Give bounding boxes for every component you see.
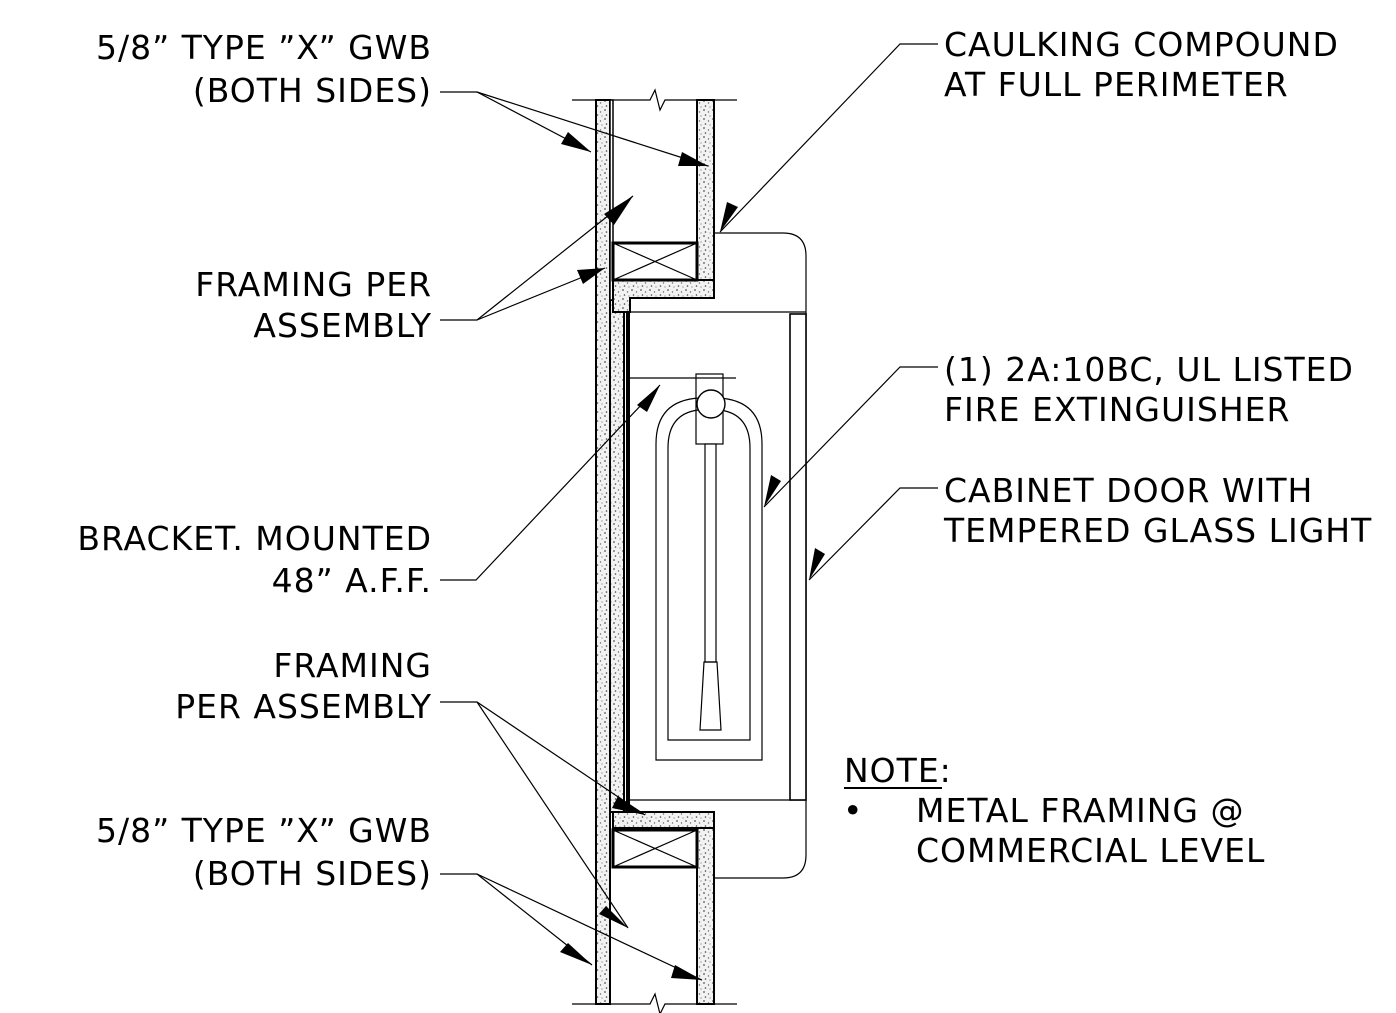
arrowheads xyxy=(560,132,825,980)
label-gwb-top-line2: (BOTH SIDES) xyxy=(193,71,432,110)
note-line1: METAL FRAMING @ xyxy=(916,791,1244,830)
label-framing-bottom-line2: PER ASSEMBLY xyxy=(175,687,432,726)
gwb-right-top xyxy=(696,99,715,281)
label-door-line1: CABINET DOOR WITH xyxy=(944,471,1313,510)
note-line2: COMMERCIAL LEVEL xyxy=(916,831,1265,870)
extinguisher-nozzle xyxy=(699,661,722,731)
note-block: NOTE: • METAL FRAMING @ COMMERCIAL LEVEL xyxy=(843,751,1265,870)
label-caulking-line2: AT FULL PERIMETER xyxy=(944,65,1289,104)
label-framing-top-line1: FRAMING PER xyxy=(195,265,432,304)
note-bullet: • xyxy=(843,791,863,830)
framing-block-top xyxy=(611,241,699,282)
label-framing-top-line2: ASSEMBLY xyxy=(253,306,432,345)
cabinet xyxy=(630,232,807,879)
extinguisher-hose xyxy=(704,443,717,663)
break-line-bottom xyxy=(572,992,737,1013)
label-extinguisher-line1: (1) 2A:10BC, UL LISTED xyxy=(944,350,1354,389)
gwb-sill-return xyxy=(612,811,715,829)
label-caulking-line1: CAULKING COMPOUND xyxy=(944,25,1339,64)
label-door-line2: TEMPERED GLASS LIGHT xyxy=(943,511,1372,550)
label-framing-bottom-line1: FRAMING xyxy=(273,646,432,685)
label-gwb-bottom-line2: (BOTH SIDES) xyxy=(193,854,432,893)
break-line-top xyxy=(572,88,737,112)
label-extinguisher-line2: FIRE EXTINGUISHER xyxy=(944,390,1290,429)
framing-block-bottom xyxy=(611,828,699,869)
leaders xyxy=(440,43,938,981)
label-gwb-top-line1: 5/8” TYPE ”X” GWB xyxy=(96,28,432,67)
gwb-right-bottom xyxy=(696,827,715,1005)
gwb-head-return xyxy=(612,279,715,313)
gwb-left-outer xyxy=(595,99,611,1005)
label-bracket-line1: BRACKET. MOUNTED xyxy=(77,519,432,558)
cabinet-door xyxy=(789,313,807,801)
gwb-left-inner xyxy=(609,299,625,813)
label-gwb-bottom-line1: 5/8” TYPE ”X” GWB xyxy=(96,811,432,850)
extinguisher-gauge xyxy=(696,389,726,419)
label-bracket-line2: 48” A.F.F. xyxy=(272,561,432,600)
wall-assembly xyxy=(572,88,737,1013)
note-heading: NOTE: xyxy=(844,751,952,790)
fire-extinguisher xyxy=(655,373,763,761)
gwb-left-upper xyxy=(609,99,614,301)
